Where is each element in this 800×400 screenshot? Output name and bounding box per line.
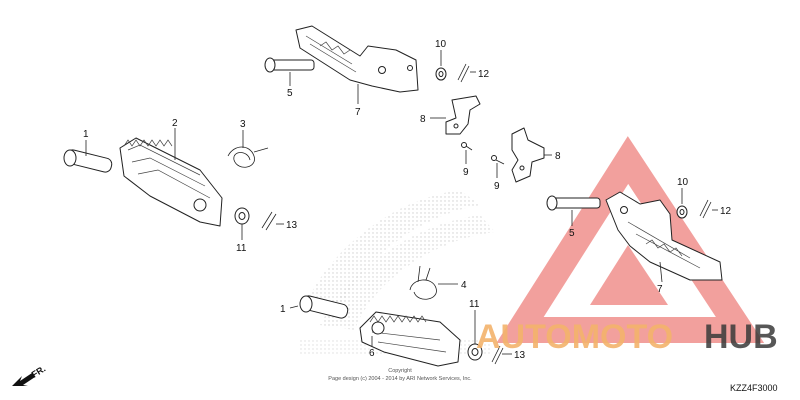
part-8-clamp-right	[511, 127, 545, 183]
leader-lines	[85, 50, 718, 355]
callout-11-lower: 11	[469, 299, 480, 310]
part-8-clamp-upper	[445, 95, 481, 135]
part-12-cotter-pin-upper	[457, 63, 470, 83]
part-1-footpeg-pin-lower	[299, 295, 349, 319]
callout-9-right: 9	[494, 181, 500, 192]
automotohub-watermark: AUTOMOTO HUB	[476, 318, 778, 356]
callout-13-lower: 13	[514, 350, 526, 361]
part-5-bolt-upper	[264, 57, 315, 73]
callout-12-upper: 12	[478, 69, 490, 80]
callout-12-right: 12	[720, 206, 732, 217]
callout-1-lower: 1	[280, 304, 286, 315]
part-3-return-spring	[227, 146, 269, 168]
front-direction-indicator: FR.	[12, 364, 47, 386]
part-10-washer-right	[676, 205, 688, 219]
part-9-screw-upper	[461, 142, 473, 151]
part-12-cotter-pin-right	[699, 199, 712, 219]
callout-8-upper: 8	[420, 114, 426, 125]
callout-11-left: 11	[236, 243, 247, 254]
part-2-footpeg-left	[119, 137, 223, 227]
callout-9-upper: 9	[463, 167, 469, 178]
part-1-footpeg-pin-upper	[63, 149, 113, 173]
direction-label: FR.	[30, 364, 48, 380]
callout-5-right: 5	[569, 228, 575, 239]
part-4-return-spring-lower	[409, 265, 437, 300]
callout-8-right: 8	[555, 151, 561, 162]
diagram-code: KZZ4F3000	[730, 383, 778, 393]
part-5-bolt-right	[546, 195, 601, 211]
callout-13-left: 13	[286, 220, 298, 231]
copyright-line-1: Copyright	[388, 368, 412, 374]
part-7-step-bracket-right	[605, 191, 723, 281]
callout-7-right: 7	[657, 284, 663, 295]
callout-numbers: 1 2 3 11 13 5 7 10 12 8 9 8 9 5 10 12 7 …	[83, 39, 732, 361]
part-11-washer-lower	[467, 343, 483, 361]
part-13-cotter-pin-left	[261, 211, 277, 231]
watermark-text-hub: HUB	[704, 318, 778, 356]
part-7-step-bracket-upper	[295, 25, 419, 93]
callout-10-upper: 10	[435, 39, 447, 50]
part-13-cotter-pin-lower	[491, 345, 504, 365]
callout-1-upper: 1	[83, 129, 89, 140]
part-9-screw-right	[491, 155, 505, 165]
callout-10-right: 10	[677, 177, 689, 188]
callout-6: 6	[369, 348, 375, 359]
callout-5-upper: 5	[287, 88, 293, 99]
callout-7-upper: 7	[355, 107, 361, 118]
copyright-line-2: Page design (c) 2004 - 2014 by ARI Netwo…	[328, 376, 472, 382]
watermark-text-automoto: AUTOMOTO	[476, 318, 673, 356]
part-6-footpeg-right	[359, 311, 461, 367]
part-11-washer-left	[234, 207, 250, 225]
part-10-washer-upper	[435, 67, 447, 81]
callout-3: 3	[240, 119, 246, 130]
callout-2: 2	[172, 118, 178, 129]
arrow-icon	[12, 373, 35, 386]
callout-4: 4	[461, 280, 467, 291]
